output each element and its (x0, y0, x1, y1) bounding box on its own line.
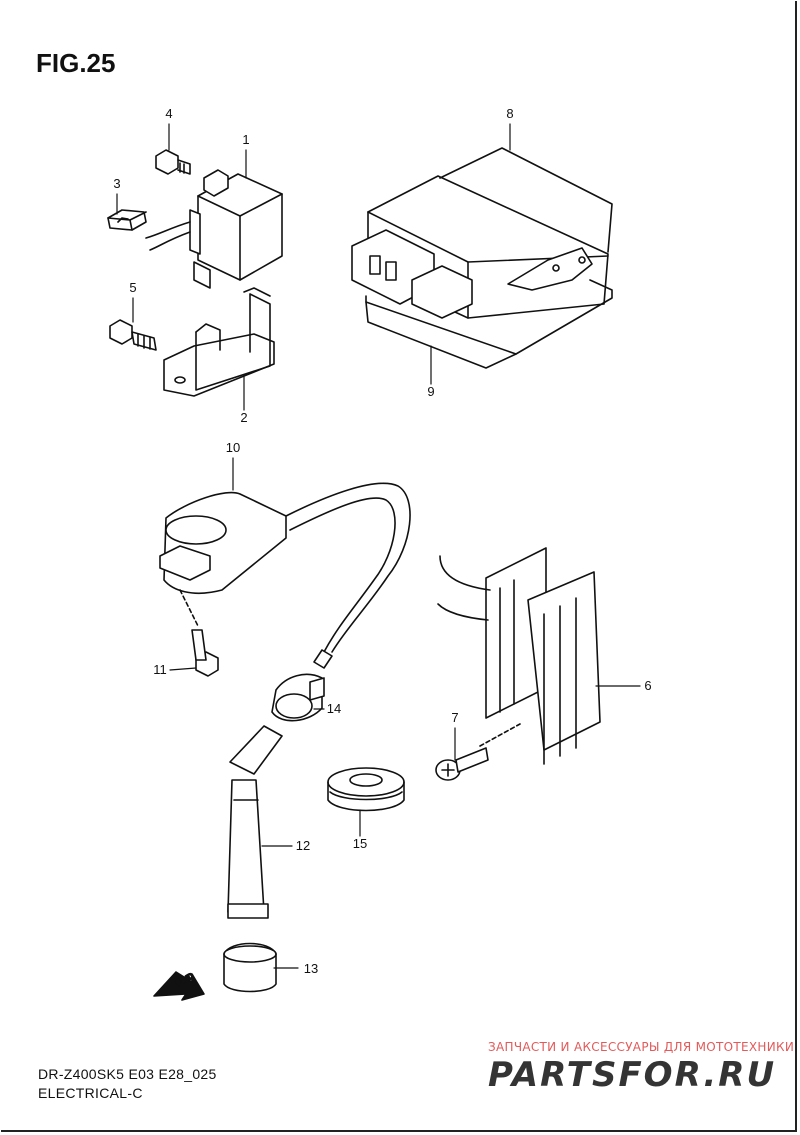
part-2-bracket (163, 287, 275, 397)
callout-5: 5 (129, 280, 136, 295)
part-13-cap-nut (223, 942, 277, 993)
callout-1: 1 (242, 132, 249, 147)
callout-13: 13 (304, 961, 318, 976)
callout-15: 15 (353, 836, 367, 851)
part-7-screw (435, 747, 489, 781)
callout-12: 12 (296, 838, 310, 853)
figure-title: FIG.25 (36, 48, 116, 78)
callout-9: 9 (427, 384, 434, 399)
part-1-relay (145, 169, 283, 289)
callout-3: 3 (113, 176, 120, 191)
watermark-tagline: ЗАПЧАСТИ И АКСЕССУАРЫ ДЛЯ МОТОТЕХНИКИ (488, 1040, 795, 1054)
svg-text:PARTSFOR.RU: PARTSFOR.RU (488, 1056, 776, 1092)
callout-11: 11 (153, 662, 167, 677)
footer-model-code: DR-Z400SK5 E03 E28_025 (38, 1066, 217, 1082)
callout-7: 7 (451, 710, 458, 725)
part-6-regulator (437, 547, 601, 765)
callout-8: 8 (506, 106, 513, 121)
part-11-bolt (179, 589, 219, 677)
part-15-grommet (327, 767, 405, 812)
part-3-clip (107, 209, 147, 231)
callout-6: 6 (644, 678, 651, 693)
part-10-ignition-coil (159, 482, 411, 669)
callout-2: 2 (240, 410, 247, 425)
part-12-plug-cap (227, 725, 283, 919)
leader-line-11 (169, 667, 197, 671)
callout-10: 10 (226, 440, 240, 455)
watermark-logo: PARTSFOR.RU (488, 1056, 776, 1092)
part-9-pad (365, 279, 613, 369)
callout-4: 4 (165, 106, 172, 121)
part-14-cap (271, 673, 325, 722)
part-5-bolt (109, 319, 157, 351)
part-8-ecu (351, 147, 613, 319)
footer-group-name: ELECTRICAL-C (38, 1085, 143, 1101)
fwd-arrow-icon: FWD (153, 970, 205, 1001)
callout-14: 14 (327, 701, 341, 716)
part-4-bolt (155, 149, 191, 175)
